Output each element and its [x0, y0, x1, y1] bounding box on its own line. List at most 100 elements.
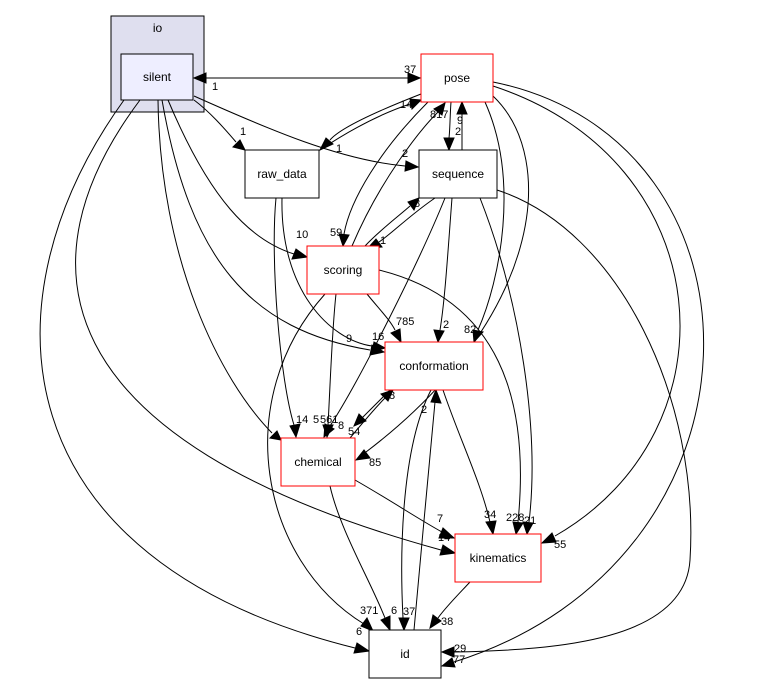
- edge-count-raw_data-to-pose[interactable]: 14: [400, 99, 412, 111]
- edge-kinematics-to-id[interactable]: [429, 581, 471, 630]
- node-silent[interactable]: silent: [120, 53, 194, 101]
- edge-silent-to-conformation[interactable]: [161, 99, 386, 356]
- edge-count-pose-to-raw_data[interactable]: 1: [336, 143, 342, 155]
- edge-chemical-to-conformation[interactable]: [349, 389, 394, 439]
- node-box[interactable]: [306, 245, 380, 295]
- edge-count-pose-to-kinematics[interactable]: 55: [554, 539, 566, 551]
- edge-silent-to-sequence[interactable]: [193, 95, 420, 172]
- edge-line: [167, 99, 295, 255]
- edge-pose-to-raw_data[interactable]: [318, 93, 422, 152]
- node-conformation[interactable]: conformation: [384, 341, 484, 391]
- edge-count-scoring-to-chemical[interactable]: 561: [320, 414, 338, 426]
- node-box[interactable]: [454, 533, 542, 583]
- edge-conformation-to-id[interactable]: [398, 389, 432, 632]
- node-raw-data[interactable]: raw_data: [244, 149, 320, 199]
- edge-pose-to-silent[interactable]: [192, 72, 409, 84]
- node-pose[interactable]: pose: [420, 53, 494, 103]
- edge-count-pose-to-sequence[interactable]: 9: [457, 115, 463, 127]
- edge-sequence-to-scoring[interactable]: [366, 197, 436, 249]
- node-id[interactable]: id: [368, 629, 442, 679]
- edge-pose-to-chemical[interactable]: [354, 95, 529, 461]
- edge-pose-to-id[interactable]: [440, 81, 705, 668]
- node-sequence[interactable]: sequence: [418, 149, 498, 199]
- edge-count-silent-to-pose[interactable]: 37: [404, 64, 416, 76]
- edge-count-scoring-to-conformation[interactable]: 785: [396, 316, 414, 328]
- node-kinematics[interactable]: kinematics: [454, 533, 542, 583]
- edge-count-conformation-to-kinematics[interactable]: 34: [484, 509, 496, 521]
- edge-raw_data-to-conformation[interactable]: [281, 197, 387, 353]
- edge-line: [378, 269, 521, 523]
- edge-scoring-to-pose[interactable]: [351, 102, 446, 247]
- edge-sequence-to-id[interactable]: [440, 189, 692, 658]
- edge-id-to-conformation[interactable]: [413, 388, 442, 631]
- edge-line: [349, 397, 386, 439]
- edge-silent-to-raw_data[interactable]: [193, 99, 246, 151]
- node-chemical[interactable]: chemical: [280, 437, 356, 487]
- node-box[interactable]: [368, 629, 442, 679]
- edge-count-sequence-to-pose[interactable]: 2: [455, 126, 461, 138]
- edge-count-silent-to-raw_data[interactable]: 1: [240, 126, 246, 138]
- edge-sequence-to-kinematics[interactable]: [479, 197, 534, 536]
- node-box[interactable]: [280, 437, 356, 487]
- node-box[interactable]: [244, 149, 320, 199]
- edge-sequence-to-pose[interactable]: [456, 100, 468, 150]
- arrowhead-icon: [380, 389, 394, 402]
- edge-count-scoring-to-kinematics[interactable]: 228: [506, 512, 524, 524]
- edge-count-raw_data-to-conformation[interactable]: 9: [346, 333, 352, 345]
- edge-count-chemical-to-kinematics[interactable]: 7: [437, 513, 443, 525]
- edge-chemical-to-kinematics[interactable]: [354, 479, 456, 539]
- edge-count-conformation-to-chemical[interactable]: 54: [348, 426, 360, 438]
- edge-count-silent-to-id[interactable]: 6: [356, 626, 362, 638]
- edge-line: [329, 197, 446, 427]
- node-box[interactable]: [420, 53, 494, 103]
- edge-scoring-to-chemical[interactable]: [322, 293, 337, 439]
- node-box[interactable]: [384, 341, 484, 391]
- edge-count-chemical-to-id[interactable]: 6: [391, 605, 397, 617]
- edge-count-sequence-to-conformation[interactable]: 2: [443, 319, 449, 331]
- edge-count-conformation-to-id[interactable]: 37: [403, 606, 415, 618]
- edge-line: [401, 389, 432, 619]
- edge-count-kinematics-to-id[interactable]: 38: [441, 616, 453, 628]
- edge-raw_data-to-chemical[interactable]: [273, 197, 301, 439]
- edge-chemical-to-id[interactable]: [329, 485, 391, 632]
- arrowhead-icon: [353, 642, 371, 654]
- edge-count-silent-to-conformation[interactable]: 16: [372, 331, 384, 343]
- edge-sequence-to-conformation[interactable]: [433, 197, 453, 344]
- edge-pose-to-scoring[interactable]: [338, 101, 429, 248]
- edge-pose-to-sequence[interactable]: [443, 101, 455, 152]
- edge-silent-to-scoring[interactable]: [167, 99, 309, 260]
- edge-silent-to-id[interactable]: [39, 99, 371, 654]
- node-scoring[interactable]: scoring: [306, 245, 380, 295]
- edge-count-pose-to-silent[interactable]: 1: [212, 81, 218, 93]
- edge-count-sequence-to-chemical[interactable]: 8: [338, 420, 344, 432]
- node-box[interactable]: [418, 149, 498, 199]
- edge-count-pose-to-conformation[interactable]: 82: [464, 324, 476, 336]
- edge-count-sequence-to-id[interactable]: 29: [454, 643, 466, 655]
- edge-count-scoring-to-id[interactable]: 371: [360, 605, 378, 617]
- edge-pose-to-kinematics[interactable]: [492, 85, 681, 544]
- edge-count-id-to-conformation[interactable]: 2: [421, 404, 427, 416]
- edge-count-scoring-to-sequence[interactable]: 8: [414, 198, 420, 210]
- edge-count-scoring-to-pose[interactable]: 817: [430, 109, 448, 121]
- edge-count-silent-to-kinematics[interactable]: 14: [438, 532, 450, 544]
- node-box[interactable]: [120, 53, 194, 101]
- edge-scoring-to-id[interactable]: [267, 293, 374, 632]
- edge-count-silent-to-sequence[interactable]: 2: [402, 148, 408, 160]
- edge-silent-to-chemical[interactable]: [157, 99, 282, 441]
- edge-scoring-to-sequence[interactable]: [364, 197, 420, 247]
- edge-scoring-to-kinematics[interactable]: [378, 269, 524, 536]
- edge-silent-to-kinematics[interactable]: [75, 99, 457, 556]
- edge-count-pose-to-id[interactable]: 77: [453, 654, 465, 666]
- edge-count-pose-to-scoring[interactable]: 59: [330, 227, 342, 239]
- edge-count-sequence-to-kinematics[interactable]: 21: [524, 515, 536, 527]
- arrowhead-icon: [430, 388, 442, 404]
- edge-count-raw_data-to-chemical[interactable]: 5: [313, 414, 319, 426]
- edge-count-silent-to-scoring[interactable]: 10: [296, 229, 308, 241]
- edge-conformation-to-kinematics[interactable]: [442, 389, 497, 536]
- edge-count-silent-to-chemical[interactable]: 14: [296, 414, 308, 426]
- edge-scoring-to-conformation[interactable]: [366, 293, 402, 344]
- edge-line: [351, 111, 439, 247]
- edge-count-sequence-to-scoring[interactable]: 1: [380, 235, 386, 247]
- edge-count-chemical-to-conformation[interactable]: 8: [389, 390, 395, 402]
- edge-count-pose-to-chemical[interactable]: 85: [369, 457, 381, 469]
